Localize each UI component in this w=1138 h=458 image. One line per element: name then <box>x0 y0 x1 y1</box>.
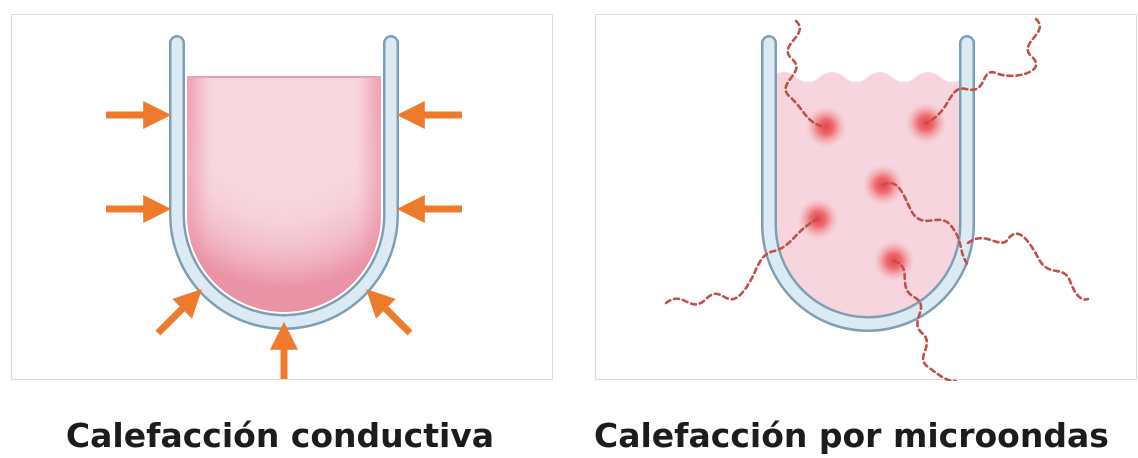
caption-conductive: Calefacción conductiva <box>40 414 520 458</box>
microwave-heating-panel <box>595 14 1137 380</box>
conductive-heating-diagram <box>12 15 554 381</box>
caption-microwave: Calefacción por microondas <box>590 414 1138 458</box>
microwave-heating-diagram <box>596 15 1138 381</box>
arrow-bottom-right <box>374 297 410 333</box>
conductive-heating-panel <box>11 14 553 380</box>
hot-spot <box>804 105 848 149</box>
arrow-bottom-left <box>158 297 194 333</box>
wave-top-right <box>926 19 1040 123</box>
wave-right-lower <box>968 234 1088 300</box>
